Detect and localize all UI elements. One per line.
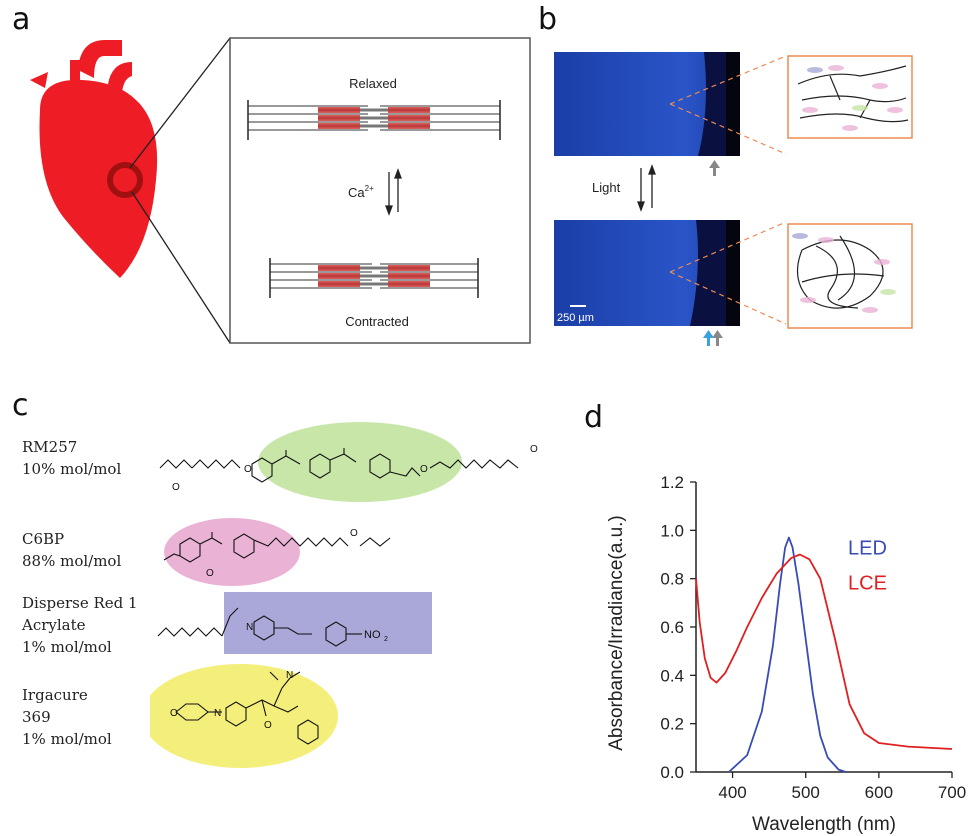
svg-text:N: N	[286, 670, 293, 681]
contracted-label: Contracted	[345, 314, 409, 329]
svg-text:O: O	[170, 708, 178, 719]
svg-text:N: N	[214, 708, 221, 719]
svg-text:N: N	[246, 622, 253, 633]
y-tick-label: 1.2	[660, 473, 684, 492]
film-bottom: 250 µm	[554, 220, 740, 326]
panel-label-d: d	[584, 400, 604, 435]
panel-a-figure: Relaxed Contracted Ca2+	[30, 37, 531, 344]
light-label: Light	[592, 180, 621, 195]
equilibrium-arrows	[385, 168, 402, 216]
compound-label-rm257: RM257 10% mol/mol	[22, 438, 122, 478]
compound-label-c6bp: C6BP 88% mol/mol	[22, 530, 122, 570]
y-tick-label: 1.0	[660, 521, 684, 540]
position-arrows	[703, 160, 723, 346]
y-tick-label: 0.0	[660, 763, 684, 782]
y-tick-label: 0.6	[660, 618, 684, 637]
series-line-led	[728, 536, 847, 773]
svg-text:O: O	[206, 568, 214, 579]
svg-text:O: O	[264, 720, 272, 731]
x-axis-label: Wavelength (nm)	[752, 814, 896, 835]
x-tick-label: 500	[792, 783, 820, 802]
svg-text:O: O	[420, 464, 428, 475]
svg-text:O: O	[350, 528, 358, 539]
light-arrows	[637, 164, 656, 212]
rm257-highlight	[258, 422, 462, 502]
y-tick-label: 0.4	[660, 666, 684, 685]
y-axis-label: Absorbance/Irradiance(a.u.)	[606, 515, 627, 751]
scalebar-label: 250 µm	[557, 312, 594, 324]
panel-c-structures: O O O O O O N NO 2 O N N O	[150, 422, 538, 768]
svg-text:2: 2	[384, 636, 388, 643]
svg-text:O: O	[530, 444, 538, 455]
y-tick-label: 0.8	[660, 570, 684, 589]
x-tick-label: 700	[938, 783, 966, 802]
legend-lce: LCE	[848, 573, 887, 595]
irgacure-highlight	[150, 664, 338, 768]
c6bp-highlight	[164, 518, 300, 586]
y-tick-label: 0.2	[660, 715, 684, 734]
chart-axes: 400 500 600 700 0.0 0.2 0.4 0.6 0.8 1.0 1.2	[660, 473, 966, 802]
polymer-aligned	[787, 55, 913, 139]
compound-label-irgacure: Irgacure 369 1% mol/mol	[22, 686, 112, 748]
film-top	[554, 52, 740, 156]
sarcomere-relaxed	[247, 100, 501, 140]
spectrum-chart: 400 500 600 700 0.0 0.2 0.4 0.6 0.8 1.0 1.2 Wavele…	[606, 473, 966, 835]
polymer-disordered	[787, 223, 913, 329]
legend-led: LED	[848, 538, 887, 560]
svg-text:O: O	[244, 464, 252, 475]
sarcomere-box	[229, 37, 531, 344]
compound-label-dr1: Disperse Red 1 Acrylate 1% mol/mol	[22, 594, 138, 656]
svg-text:NO: NO	[364, 629, 381, 641]
dr1-highlight	[224, 592, 432, 654]
panel-label-c: c	[12, 388, 29, 423]
chart-series	[695, 536, 953, 773]
panel-label-a: a	[12, 2, 31, 37]
svg-text:O: O	[172, 482, 180, 493]
panel-b-figure: 250 µm Light	[554, 52, 913, 346]
x-tick-label: 600	[865, 783, 893, 802]
series-line-lce	[695, 553, 953, 750]
panel-label-b: b	[538, 2, 558, 37]
x-tick-label: 400	[718, 783, 746, 802]
heart-icon	[30, 40, 158, 278]
sarcomere-contracted	[269, 258, 479, 298]
calcium-label: Ca2+	[348, 184, 374, 200]
relaxed-label: Relaxed	[349, 76, 397, 91]
